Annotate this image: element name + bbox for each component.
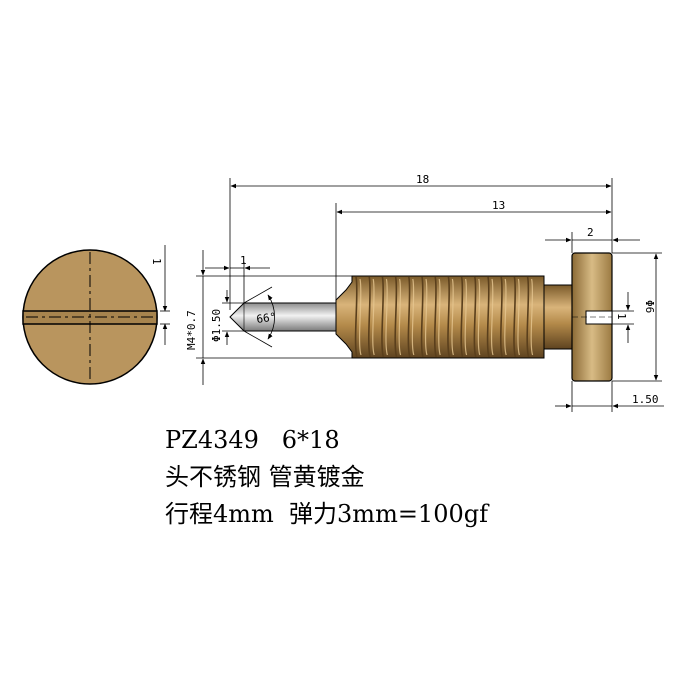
dim-slot-width: 1 xyxy=(615,313,628,320)
thread-highlight xyxy=(425,278,428,356)
dim-head-diameter: Φ6 xyxy=(643,300,656,313)
side-view xyxy=(229,252,613,382)
thread-ridge xyxy=(486,276,490,358)
dim-flange-offset: 1.50 xyxy=(632,393,659,406)
thread-ridge xyxy=(473,276,477,358)
thread-ridge xyxy=(513,276,517,358)
thread-ridge xyxy=(460,276,464,358)
thread-highlight xyxy=(504,278,507,356)
thread-highlight xyxy=(464,278,468,356)
thread-ridge xyxy=(354,276,358,358)
thread-pattern xyxy=(354,276,534,358)
part-number-line: PZ4349 6*18 xyxy=(165,426,340,454)
thread-ridge xyxy=(526,276,530,358)
slot-width-end-dim: 1 xyxy=(150,258,163,265)
dim-tip-angle: 66° xyxy=(256,310,277,326)
thread-highlight xyxy=(438,278,441,356)
dim-thread-spec: M4*0.7 xyxy=(185,310,198,350)
thread-ridge xyxy=(381,276,385,358)
plunger-tip xyxy=(229,302,337,332)
dim-tip-diameter: Φ1.50 xyxy=(210,309,223,342)
thread-ridge xyxy=(447,276,451,358)
dimensions xyxy=(196,178,664,412)
thread-highlight xyxy=(530,278,534,356)
dim-tip-length: 1 xyxy=(240,254,247,267)
thread-ridge xyxy=(367,276,371,358)
dim-shaft-length: 13 xyxy=(492,199,505,212)
thread-highlight xyxy=(372,278,375,356)
thread-ridge xyxy=(394,276,398,358)
thread-ridge xyxy=(420,276,424,358)
thread-highlight xyxy=(451,278,454,356)
thread-highlight xyxy=(359,278,362,356)
dim-head-thickness: 2 xyxy=(587,226,594,239)
thread-highlight xyxy=(411,278,415,356)
stroke-force-line: 行程4mm 弹力3mm=100gf xyxy=(165,500,488,528)
thread-highlight xyxy=(398,278,402,356)
material-line: 头不锈钢 管黄镀金 xyxy=(165,463,365,491)
head-slot xyxy=(585,310,613,325)
thread-highlight xyxy=(491,278,494,356)
thread-ridge xyxy=(433,276,437,358)
dim-overall-length: 18 xyxy=(416,173,429,186)
thread-highlight xyxy=(477,278,481,356)
thread-ridge xyxy=(499,276,503,358)
thread-ridge xyxy=(407,276,411,358)
end-view: 1 xyxy=(22,245,170,385)
thread-highlight xyxy=(385,278,388,356)
thread-highlight xyxy=(517,278,520,356)
barrel-neck xyxy=(543,284,573,350)
